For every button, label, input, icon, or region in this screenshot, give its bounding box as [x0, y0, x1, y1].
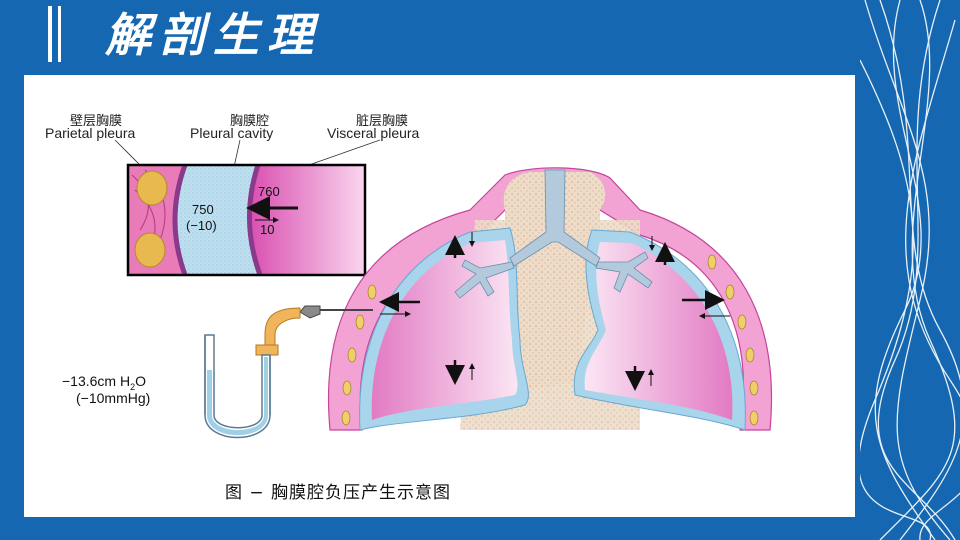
parietal-pleura-label-cn: 壁层胸膜	[70, 113, 123, 128]
decorative-lines	[860, 0, 960, 540]
recoil-pressure-value: 10	[260, 222, 275, 237]
pleura-inset	[126, 163, 367, 277]
pleural-cavity-label-en: Pleural cavity	[190, 125, 274, 141]
manometer-tube	[204, 305, 373, 439]
manometer-mercury-reading: (−10mmHg)	[76, 390, 151, 406]
pleural-cavity-label-cn: 胸膜腔	[230, 113, 270, 128]
figure-caption: 图 − 胸膜腔负压产生示意图	[225, 483, 452, 503]
visceral-pleura-label-cn: 脏层胸膜	[356, 113, 409, 128]
title-accent-bar	[48, 6, 52, 62]
title-accent-bar-thin	[58, 6, 61, 62]
visceral-pleura-label-en: Visceral pleura	[327, 125, 420, 141]
parietal-pleura-label-en: Parietal pleura	[45, 125, 136, 141]
manometer-water-reading: −13.6cm H2O	[62, 373, 146, 392]
pleural-pressure-value: 750	[192, 202, 214, 217]
pleural-relative-pressure: (−10)	[186, 218, 217, 233]
slide-title: 解剖生理	[105, 8, 321, 62]
atmospheric-pressure-value: 760	[258, 184, 280, 199]
